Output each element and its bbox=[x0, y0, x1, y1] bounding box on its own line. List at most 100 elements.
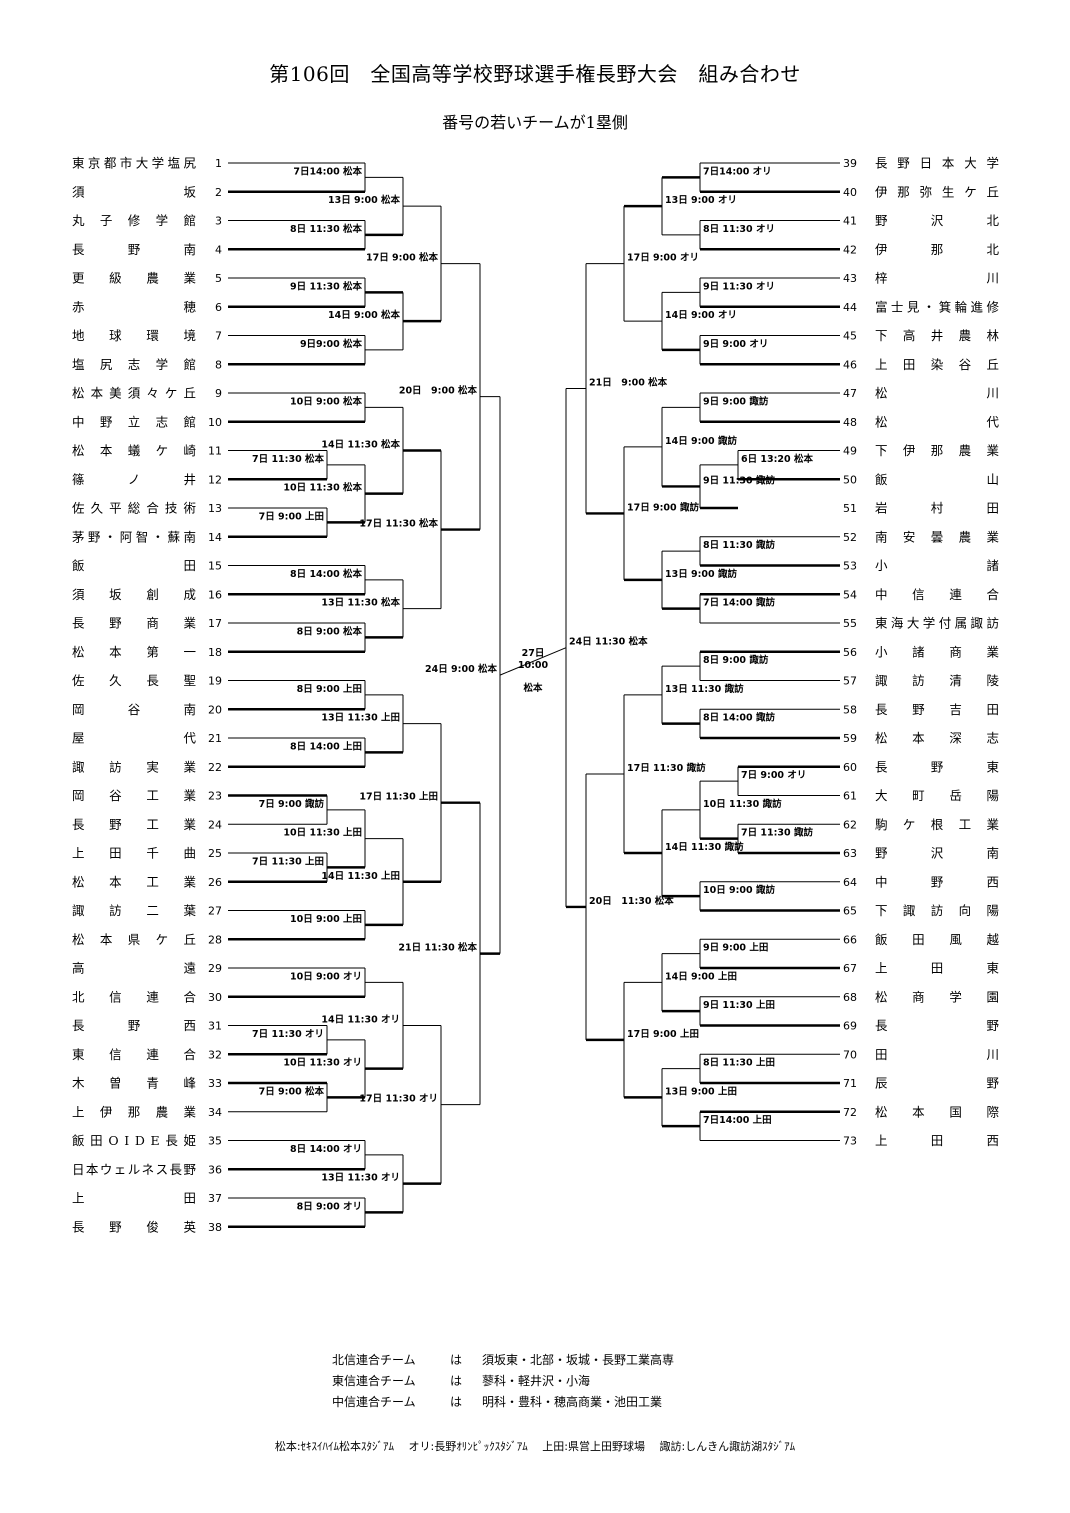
team-name: 諏訪実業 bbox=[72, 759, 196, 774]
team-number: 27 bbox=[208, 905, 222, 918]
note-word: は bbox=[450, 1395, 463, 1409]
team-number: 14 bbox=[208, 531, 222, 544]
team-number: 64 bbox=[843, 876, 857, 889]
team-name: 梓 川 bbox=[875, 271, 999, 286]
team-number: 23 bbox=[208, 790, 222, 803]
page-subtitle: 番号の若いチームが1塁側 bbox=[442, 113, 628, 132]
team-number: 38 bbox=[208, 1221, 222, 1234]
team-number: 11 bbox=[208, 445, 222, 458]
team-name: 松本県ケ丘 bbox=[72, 932, 196, 947]
game-label: 10日 9:00 オリ bbox=[290, 971, 362, 982]
game-label: 14日 11:30 松本 bbox=[321, 439, 400, 451]
game-label: 10日 11:30 上田 bbox=[283, 827, 362, 839]
team-number: 44 bbox=[843, 301, 857, 314]
game-label: 10日 9:00 上田 bbox=[290, 913, 362, 925]
team-name: 富士見・箕輪進修 bbox=[875, 299, 999, 314]
game-label: 7日 9:00 オリ bbox=[741, 770, 806, 781]
team-name: 長 野 bbox=[875, 1018, 999, 1033]
team-number: 19 bbox=[208, 675, 222, 688]
game-label: 7日 9:00 松本 bbox=[259, 1085, 325, 1097]
team-name: 須坂創成 bbox=[72, 587, 196, 602]
team-number: 5 bbox=[215, 272, 222, 285]
team-number: 20 bbox=[208, 703, 222, 716]
team-name: 更級農業 bbox=[72, 271, 196, 286]
team-name: 松本蟻ケ崎 bbox=[72, 443, 196, 458]
team-number: 66 bbox=[843, 933, 857, 946]
team-name: 中 野 西 bbox=[875, 874, 999, 889]
final-venue: 松本 bbox=[523, 682, 543, 694]
team-number: 60 bbox=[843, 761, 857, 774]
game-label: 8日 9:00 オリ bbox=[297, 1201, 362, 1212]
game-label: 9日 9:00 諏訪 bbox=[703, 395, 769, 407]
team-number: 17 bbox=[208, 617, 222, 630]
game-label: 7日14:00 上田 bbox=[703, 1114, 772, 1126]
game-label: 14日 9:00 オリ bbox=[665, 310, 737, 321]
game-label: 9日 9:00 オリ bbox=[703, 339, 768, 350]
game-label: 10日 9:00 松本 bbox=[290, 395, 362, 407]
team-number: 50 bbox=[843, 473, 857, 486]
team-name: 長野商業 bbox=[72, 616, 196, 631]
team-name: 東海大学付属諏訪 bbox=[875, 616, 999, 631]
team-number: 3 bbox=[215, 215, 222, 228]
game-label: 17日 9:00 オリ bbox=[627, 253, 699, 264]
team-name: 長 野 南 bbox=[72, 242, 196, 257]
team-name: 松商学園 bbox=[875, 989, 999, 1004]
combined-team-notes: 北信連合チームは須坂東・北部・坂城・長野工業高専 東信連合チームは蓼科・軽井沢・… bbox=[332, 1350, 674, 1413]
game-label: 14日 11:30 オリ bbox=[321, 1015, 400, 1026]
team-number: 13 bbox=[208, 502, 222, 515]
team-name: 屋 代 bbox=[72, 731, 196, 746]
team-number: 34 bbox=[208, 1106, 222, 1119]
note-word: は bbox=[450, 1374, 463, 1388]
team-name: 上 田 東 bbox=[875, 961, 999, 976]
team-number: 54 bbox=[843, 588, 857, 601]
team-number: 46 bbox=[843, 358, 857, 371]
game-label: 8日 11:30 松本 bbox=[290, 223, 362, 235]
game-label: 10日 11:30 オリ bbox=[283, 1058, 362, 1069]
team-number: 49 bbox=[843, 445, 857, 458]
team-name: 篠 ノ 井 bbox=[72, 472, 196, 487]
team-number: 4 bbox=[215, 243, 222, 256]
game-label: 17日 9:00 松本 bbox=[366, 252, 438, 264]
team-number: 26 bbox=[208, 876, 222, 889]
game-label: 9日 11:30 松本 bbox=[290, 280, 362, 292]
game-label: 8日 14:00 上田 bbox=[290, 740, 362, 752]
team-number: 24 bbox=[208, 818, 222, 831]
game-label: 8日 14:00 オリ bbox=[290, 1144, 362, 1155]
game-label: 8日 9:00 諏訪 bbox=[703, 654, 769, 666]
team-number: 69 bbox=[843, 1020, 857, 1033]
game-label: 8日 14:00 諏訪 bbox=[703, 712, 775, 724]
team-number: 59 bbox=[843, 732, 857, 745]
team-name: 上田染谷丘 bbox=[875, 357, 999, 372]
team-number: 57 bbox=[843, 675, 857, 688]
game-label: 14日 9:00 松本 bbox=[328, 309, 400, 321]
team-name: 長野工業 bbox=[72, 817, 196, 832]
note-key: 東信連合チーム bbox=[332, 1374, 416, 1388]
bracket-lines bbox=[228, 162, 840, 1228]
team-number: 9 bbox=[215, 387, 222, 400]
note-row: 北信連合チームは須坂東・北部・坂城・長野工業高専 bbox=[332, 1350, 674, 1371]
game-label: 10日 11:30 諏訪 bbox=[703, 798, 782, 810]
team-number: 31 bbox=[208, 1020, 222, 1033]
page-title: 第106回 全国高等学校野球選手権長野大会 組み合わせ bbox=[269, 62, 801, 86]
team-number: 41 bbox=[843, 215, 857, 228]
team-number: 12 bbox=[208, 473, 222, 486]
team-name: 南安曇農業 bbox=[875, 529, 999, 544]
team-name: 佐久平総合技術 bbox=[72, 501, 196, 516]
game-label: 13日 11:30 オリ bbox=[321, 1173, 400, 1184]
team-name: 長 野 東 bbox=[875, 759, 999, 774]
team-name: 松本美須々ケ丘 bbox=[72, 386, 196, 401]
note-word: は bbox=[450, 1353, 463, 1367]
team-number: 22 bbox=[208, 761, 222, 774]
team-number: 30 bbox=[208, 991, 222, 1004]
venue-legend: 松本:ｾｷｽｲﾊｲﾑ松本ｽﾀｼﾞｱﾑ オリ:長野ｵﾘﾝﾋﾟｯｸｽﾀｼﾞｱﾑ 上田… bbox=[274, 1440, 796, 1453]
game-label: 17日 11:30 オリ bbox=[359, 1094, 438, 1105]
game-label: 8日 11:30 諏訪 bbox=[703, 539, 775, 551]
team-name: 上伊那農業 bbox=[72, 1104, 196, 1119]
game-label: 10日 11:30 松本 bbox=[283, 482, 362, 494]
bracket-line bbox=[499, 647, 567, 676]
note-value: 蓼科・軽井沢・小海 bbox=[482, 1374, 591, 1388]
game-label: 14日 11:30 諏訪 bbox=[665, 841, 744, 853]
note-key: 北信連合チーム bbox=[332, 1353, 416, 1367]
team-name: 上 田 bbox=[72, 1191, 196, 1206]
